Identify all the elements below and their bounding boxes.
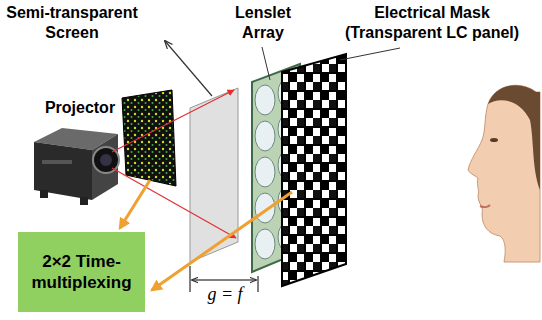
indicator-arrow: [120, 180, 150, 228]
part-label: Electrical Mask (Transparent LC panel): [332, 3, 532, 43]
lc-panel: [282, 54, 346, 286]
process-box: 2×2 Time-multiplexing: [18, 232, 145, 312]
leader-line: [262, 47, 270, 80]
part-label: Projector: [30, 98, 130, 118]
leader-arrow: [165, 41, 212, 96]
projection-ray: [112, 90, 234, 152]
viewer-face: [468, 85, 540, 262]
elemental-image: [122, 90, 176, 186]
leader-line: [340, 48, 400, 60]
box-text: 2×2 Time-multiplexing: [24, 251, 139, 293]
dimension-label: g = f: [195, 284, 255, 304]
indicator-arrow: [152, 192, 292, 290]
part-label: Semi-transparent Screen: [2, 3, 142, 43]
projection-ray: [112, 168, 236, 238]
projector-figure: [34, 128, 119, 205]
part-label: Lenslet Array: [225, 3, 301, 43]
